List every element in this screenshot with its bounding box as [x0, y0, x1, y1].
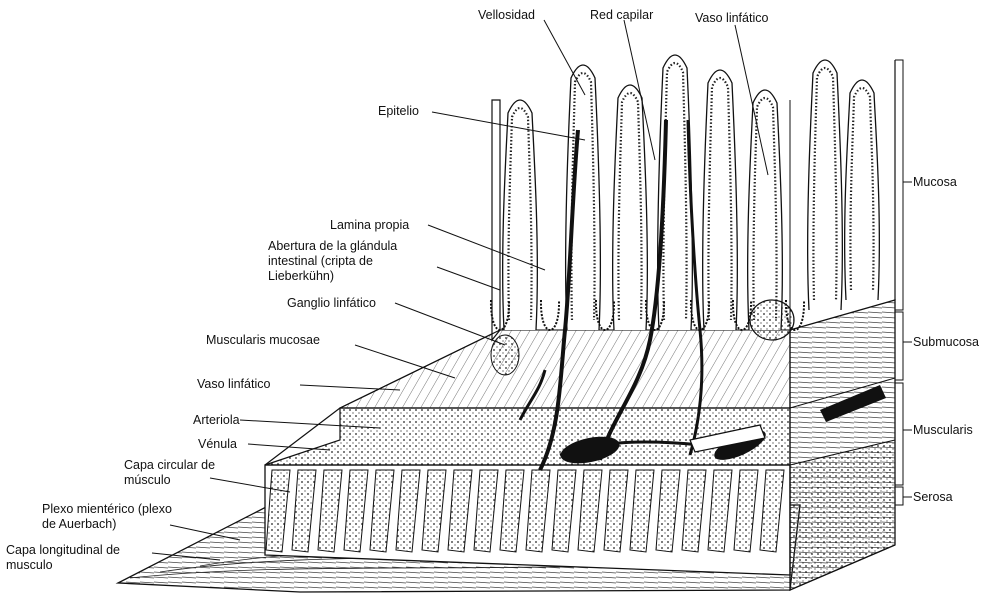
label-venula: Vénula — [198, 437, 237, 452]
right-cut-face — [790, 300, 895, 590]
label-abertura: Abertura de la glándula intestinal (crip… — [268, 239, 397, 284]
label-vaso-linfatico-top: Vaso linfático — [695, 11, 768, 26]
label-ganglio: Ganglio linfático — [287, 296, 376, 311]
villi — [491, 55, 879, 330]
label-plexo: Plexo mientérico (plexo de Auerbach) — [42, 502, 172, 532]
circular-muscle-layer — [265, 465, 790, 575]
layer-serosa: Serosa — [913, 490, 953, 505]
label-capa-circular: Capa circular de músculo — [124, 458, 215, 488]
intestinal-crypt — [541, 300, 559, 330]
label-vellosidad: Vellosidad — [478, 8, 535, 23]
layer-muscularis: Muscularis — [913, 423, 973, 438]
villus — [808, 60, 843, 310]
label-epitelio: Epitelio — [378, 104, 419, 119]
layer-mucosa: Mucosa — [913, 175, 957, 190]
label-red-capilar: Red capilar — [590, 8, 653, 23]
label-vaso-linfatico-left: Vaso linfático — [197, 377, 270, 392]
layer-submucosa: Submucosa — [913, 335, 979, 350]
villus — [566, 65, 601, 330]
villus — [748, 90, 783, 330]
label-capa-longitudinal: Capa longitudinal de musculo — [6, 543, 120, 573]
label-muscularis-mucosae: Muscularis mucosae — [206, 333, 320, 348]
label-arteriola: Arteriola — [193, 413, 240, 428]
label-lamina-propia: Lamina propia — [330, 218, 409, 233]
villus — [845, 80, 880, 300]
layer-brackets — [895, 60, 912, 505]
